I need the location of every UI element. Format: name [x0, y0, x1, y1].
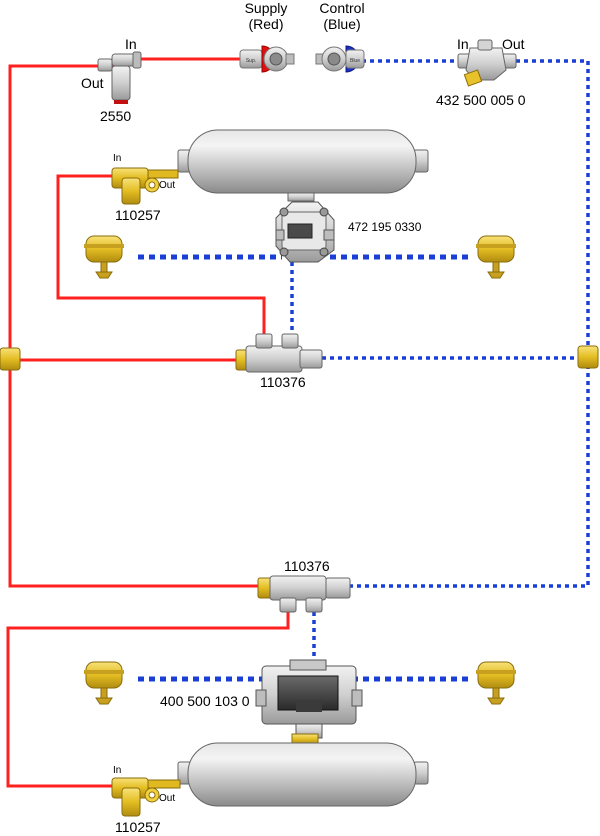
upper-right-brake-chamber — [476, 235, 516, 279]
control-line-filter-to-right — [350, 59, 590, 588]
supply-lines — [6, 57, 290, 788]
lower-drain-in-label: In — [113, 765, 122, 776]
upper-relay-valve — [275, 201, 335, 263]
filter-in-label: In — [457, 36, 469, 52]
pressure-valve-in-label: In — [125, 36, 137, 52]
filter-part-number: 432 500 005 0 — [436, 92, 526, 108]
upper-air-tank — [177, 129, 429, 202]
upper-tee-part-number: 110376 — [260, 374, 306, 390]
supply-label-line2: (Red) — [248, 16, 284, 32]
control-label-line1: Control — [319, 0, 365, 16]
upper-drain-valve — [111, 167, 179, 205]
lower-drain-valve — [111, 777, 181, 817]
control-coupling — [315, 45, 365, 73]
lower-right-brake-chamber — [476, 661, 516, 705]
coupling-supply-text: Sup. — [246, 58, 256, 64]
upper-left-brake-chamber — [84, 235, 124, 279]
supply-label: Supply (Red) — [236, 0, 296, 32]
lower-modulator-part-number: 400 500 103 0 — [160, 693, 250, 709]
upper-drain-in-label: In — [113, 153, 122, 164]
lower-tee-part-number: 110376 — [284, 558, 330, 574]
control-label-line2: (Blue) — [323, 16, 361, 32]
control-label: Control (Blue) — [312, 0, 372, 32]
lower-drain-part-number: 110257 — [115, 819, 161, 835]
lower-left-brake-chamber — [84, 661, 124, 705]
pressure-valve-part-number: 2550 — [100, 108, 132, 124]
upper-tee-fitting — [235, 333, 323, 373]
left-side-connector — [0, 347, 21, 371]
supply-coupling — [239, 45, 295, 73]
inline-filter — [457, 39, 517, 87]
lower-abs-modulator — [255, 659, 363, 739]
control-lines — [290, 59, 590, 588]
lower-air-tank — [177, 733, 429, 807]
pressure-valve-out-label: Out — [81, 75, 104, 91]
supply-label-line1: Supply — [244, 0, 288, 16]
upper-drain-part-number: 110257 — [115, 207, 161, 223]
brake-chamber-lines — [138, 254, 472, 682]
coupling-control-text: Blue — [350, 58, 360, 64]
right-side-connector — [577, 345, 599, 369]
filter-out-label: Out — [502, 36, 525, 52]
lower-drain-out-label: Out — [159, 793, 176, 804]
upper-drain-out-label: Out — [159, 180, 176, 191]
pressure-protection-valve — [97, 51, 142, 104]
upper-relay-part-number: 472 195 0330 — [348, 220, 422, 234]
supply-line-main-left — [8, 64, 262, 588]
lower-tee-fitting — [257, 575, 351, 613]
supply-line-tee-to-upper-drain — [56, 174, 266, 352]
supply-line-lower-tee-to-drain — [6, 600, 290, 788]
